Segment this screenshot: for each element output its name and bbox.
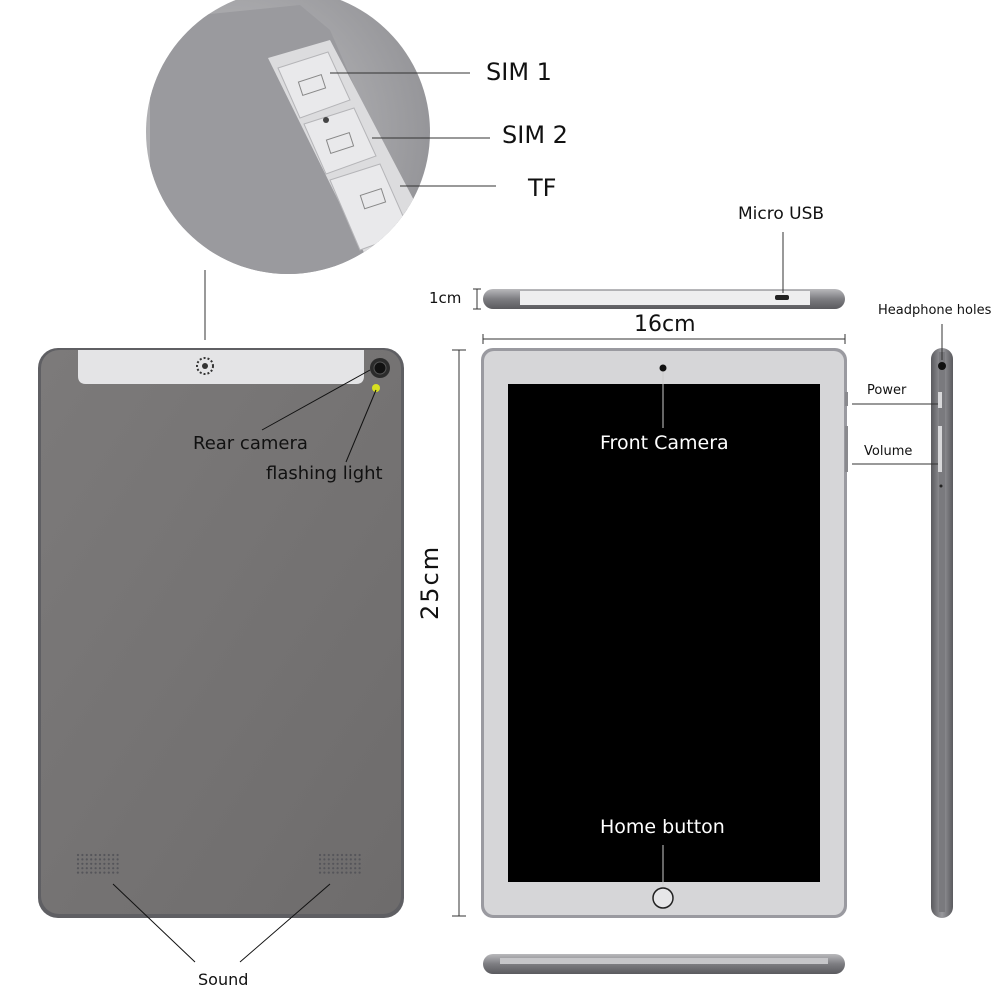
width-label: 16cm [634,312,696,337]
top-edge-view [483,232,845,309]
front-camera-icon [659,364,667,372]
antenna-strip [78,350,364,384]
power-label: Power [867,383,907,398]
sim2-slot-cover [303,107,377,175]
sim1-label: SIM 1 [486,58,552,86]
logo-ring-icon [196,357,214,375]
front-camera-label: Front Camera [600,432,729,454]
tablet-back [38,348,404,963]
tf-label: TF [528,174,557,202]
height-label: 25cm [416,544,444,620]
micro-usb-label: Micro USB [738,204,825,224]
home-button-label: Home button [600,816,725,838]
rear-camera-icon [370,358,390,378]
flashing-light-label: flashing light [266,463,383,484]
sound-label: Sound [198,970,249,989]
width-dimension [482,334,846,344]
sim1-slot-cover [277,51,351,119]
thickness-label: 1cm [429,289,462,307]
tablet-front [481,348,848,918]
eject-hole-icon [323,117,329,123]
home-button-icon [652,887,674,909]
thickness-dimension [473,288,481,310]
volume-label: Volume [864,444,913,459]
bottom-edge-view [483,954,845,974]
rear-camera-label: Rear camera [193,433,308,454]
sim-tray-zoom [146,0,496,340]
headphone-holes-label: Headphone holes [878,303,992,318]
sim2-label: SIM 2 [502,121,568,149]
side-view [852,324,953,918]
micro-usb-port [775,295,789,300]
screen [508,384,820,882]
headphone-jack-icon [938,362,946,370]
flash-led-icon [372,384,380,392]
height-dimension [452,349,466,917]
power-button [938,392,942,408]
speaker-dots [76,853,361,874]
volume-button [938,426,942,472]
